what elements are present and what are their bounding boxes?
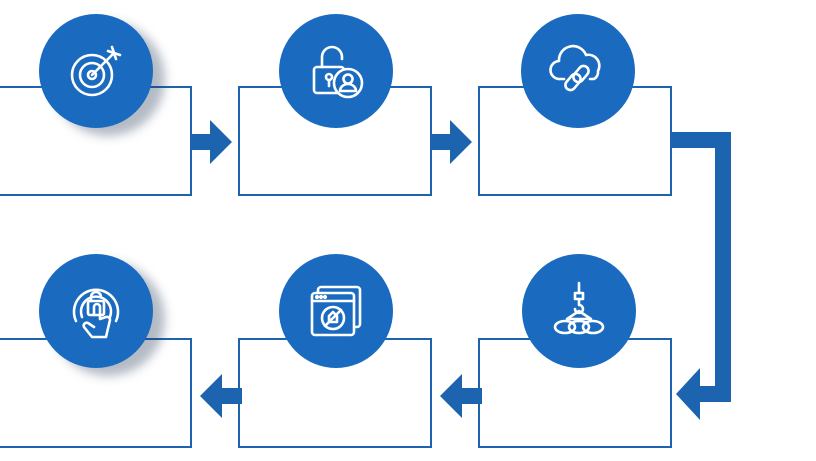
step-circle-4 [522,254,636,368]
step-caption-1: sti...tion [96,145,128,155]
touch-unlock-icon [72,288,120,339]
target-icon [70,45,122,97]
browser-blocked-icon [310,285,362,337]
step-label-6: a [170,296,177,308]
step-circle-6 [39,254,153,368]
hook-chain-icon [553,281,605,335]
cloud-link-icon [549,44,601,92]
step-label-1: C [176,57,184,69]
right-arrow-1 [190,120,232,164]
unlock-user-icon [312,45,364,99]
left-arrow-1 [440,374,482,418]
step-circle-1 [39,14,153,128]
left-arrow-2 [200,374,242,418]
step-circle-2 [279,14,393,128]
step-circle-5 [279,254,393,368]
connector-down-arrow [670,132,731,420]
right-arrow-2 [430,120,472,164]
step-circle-3 [521,14,635,128]
